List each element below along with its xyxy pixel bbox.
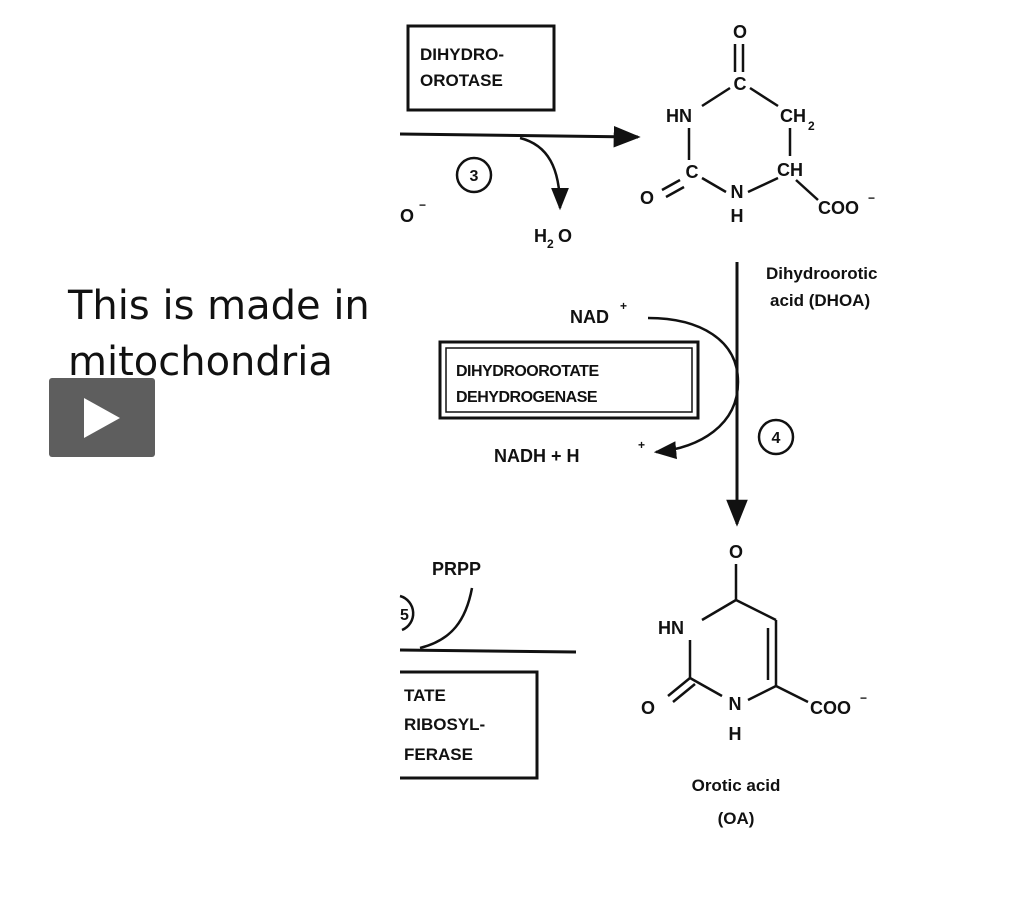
dhoa-structure: O C HN CH 2 C CH O N H COO − [640,22,875,226]
caption-line-2: mitochondria [68,339,333,385]
nad-cofactor: NAD [570,307,609,327]
charge-minus: − [419,198,426,212]
reaction-arrow-3 [399,125,641,148]
play-icon [84,397,120,438]
svg-text:O: O [733,22,747,42]
svg-text:N: N [731,182,744,202]
svg-text:2: 2 [547,237,554,251]
svg-text:2: 2 [808,119,815,133]
enzyme-label-line: RIBOSYL- [404,715,485,734]
svg-text:O: O [641,698,655,718]
charge-minus: − [868,191,875,205]
enzyme-box-dhodh: DIHYDROOROTATE DEHYDROGENASE [438,340,700,420]
svg-text:CH: CH [777,160,803,180]
dhoa-name-line: acid (DHOA) [770,291,870,310]
oa-name-line: Orotic acid [692,776,781,795]
svg-text:3: 3 [470,168,479,185]
svg-text:H: H [731,206,744,226]
slide-caption: This is made in mitochondria [68,278,370,390]
step-5-marker: 5 [399,594,415,632]
charge-minus: − [860,691,867,705]
dhoa-name-line: Dihydroorotic [766,264,877,283]
play-button[interactable] [49,378,155,457]
svg-text:COO: COO [810,698,851,718]
enzyme-box-oprt: TATE RIBOSYL- FERASE [400,670,539,780]
svg-text:5: 5 [400,607,409,624]
svg-text:H: H [729,724,742,744]
orotic-acid-structure: O HN O N H COO − [641,542,867,744]
svg-text:4: 4 [772,430,781,447]
step-3-marker: 3 [455,156,493,194]
svg-text:C: C [686,162,699,182]
svg-text:CH: CH [780,106,806,126]
nadh-cofactor: NADH + H [494,446,580,466]
reaction-arrow-5 [399,648,577,654]
svg-text:O: O [729,542,743,562]
charge-plus: + [638,438,645,452]
enzyme-label-line: DIHYDRO- [420,45,504,64]
svg-text:C: C [734,74,747,94]
carboxylate-fragment: O [400,206,414,226]
prpp-label: PRPP [432,559,481,579]
oa-name-line: (OA) [718,809,755,828]
svg-text:O: O [558,226,572,246]
enzyme-label-line: FERASE [404,745,473,764]
svg-text:COO: COO [818,198,859,218]
enzyme-label-line: OROTASE [420,71,503,90]
charge-plus: + [620,299,627,313]
enzyme-label-line: TATE [404,686,446,705]
enzyme-label-line: DEHYDROGENASE [456,389,598,406]
svg-text:HN: HN [658,618,684,638]
svg-text:H: H [534,226,547,246]
water-product: H 2 O [534,226,572,251]
enzyme-box-dihydroorotase: DIHYDRO- OROTASE [406,24,556,112]
step-4-marker: 4 [757,418,795,456]
enzyme-label-line: DIHYDROOROTATE [456,363,599,380]
caption-line-1: This is made in [68,283,370,329]
svg-text:HN: HN [666,106,692,126]
cofactor-arrow [647,316,740,460]
prpp-arrow [419,587,474,650]
svg-text:N: N [729,694,742,714]
water-release-arrow [519,136,569,211]
svg-text:O: O [640,188,654,208]
